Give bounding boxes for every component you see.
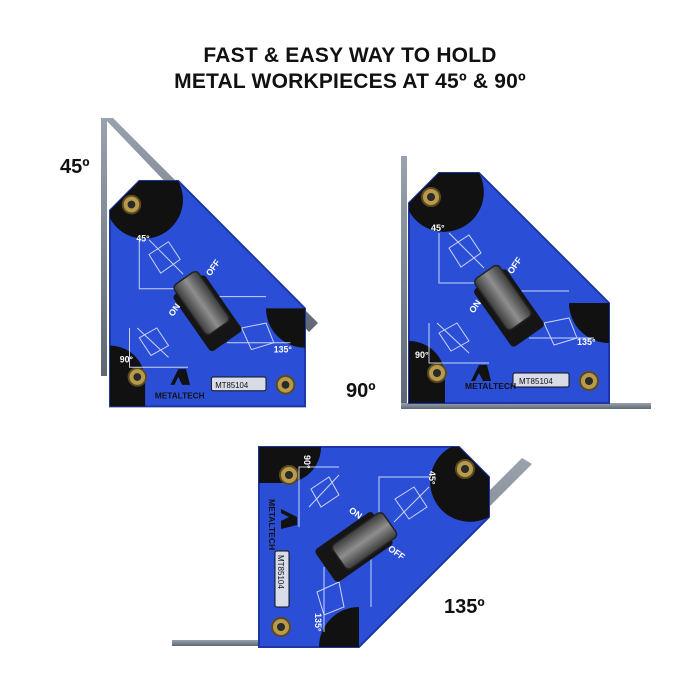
magnet-135-model: MT85104 <box>276 555 285 589</box>
magnet-90-mark-90: 90° <box>415 350 429 360</box>
magnet-135-mark-135: 135° <box>313 613 323 632</box>
steel-bar-90-vertical <box>401 156 407 408</box>
magnet-90: 45° 90° 135° ON OFF METALTECH MT85104 <box>408 172 610 404</box>
steel-bar-90-horizontal <box>401 403 651 409</box>
magnet-135-brand: METALTECH <box>267 499 277 550</box>
magnet-90-mark-135: 135° <box>577 337 596 347</box>
headline-line-1: FAST & EASY WAY TO HOLD <box>203 44 497 67</box>
magnet-90-mark-45: 45° <box>431 223 445 233</box>
steel-bar-45-vertical <box>101 118 107 376</box>
magnet-45-mark-45: 45° <box>136 234 150 244</box>
magnet-45-mark-90: 90° <box>120 354 134 364</box>
magnet-90-model: MT85104 <box>519 377 553 386</box>
magnet-45: 45° 90° 135° ON OFF METALTECH MT85104 <box>109 180 306 408</box>
magnet-135-mark-45: 45° <box>427 471 437 485</box>
magnet-90-brand: METALTECH <box>465 381 516 391</box>
angle-label-90: 90º <box>346 380 376 402</box>
headline-line-2: METAL WORKPIECES AT 45º & 90º <box>174 70 526 93</box>
angle-label-135: 135º <box>444 596 485 618</box>
magnet-45-model: MT85104 <box>215 381 249 390</box>
magnet-45-mark-135: 135° <box>274 344 293 354</box>
magnet-135-mark-90: 90° <box>302 455 312 469</box>
magnet-135: 45° 90° 135° ON OFF METALTECH MT85104 <box>258 446 490 648</box>
magnet-45-brand: METALTECH <box>155 391 205 401</box>
angle-label-45: 45º <box>60 156 90 178</box>
